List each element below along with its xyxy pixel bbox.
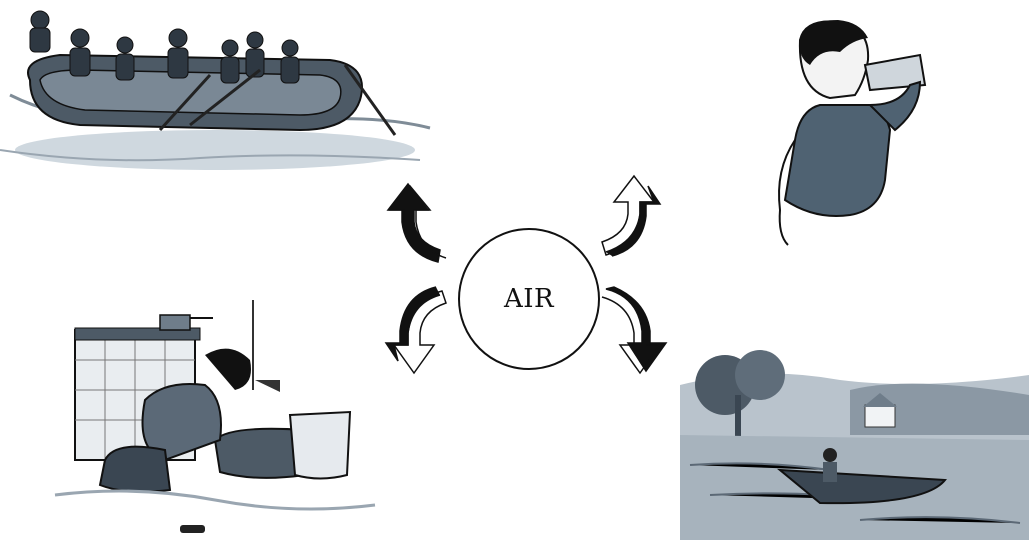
rafting-illustration [0,0,440,175]
boating-illustration [680,345,1029,540]
arrow-up-right [596,170,676,260]
drinking-illustration [760,10,940,255]
arrow-down-right [598,283,678,378]
air-label: AIR [504,284,554,314]
air-hub-circle: AIR [458,228,600,370]
washing-illustration [55,300,375,535]
arrow-up-left [378,182,458,267]
arrow-down-left [380,285,460,380]
